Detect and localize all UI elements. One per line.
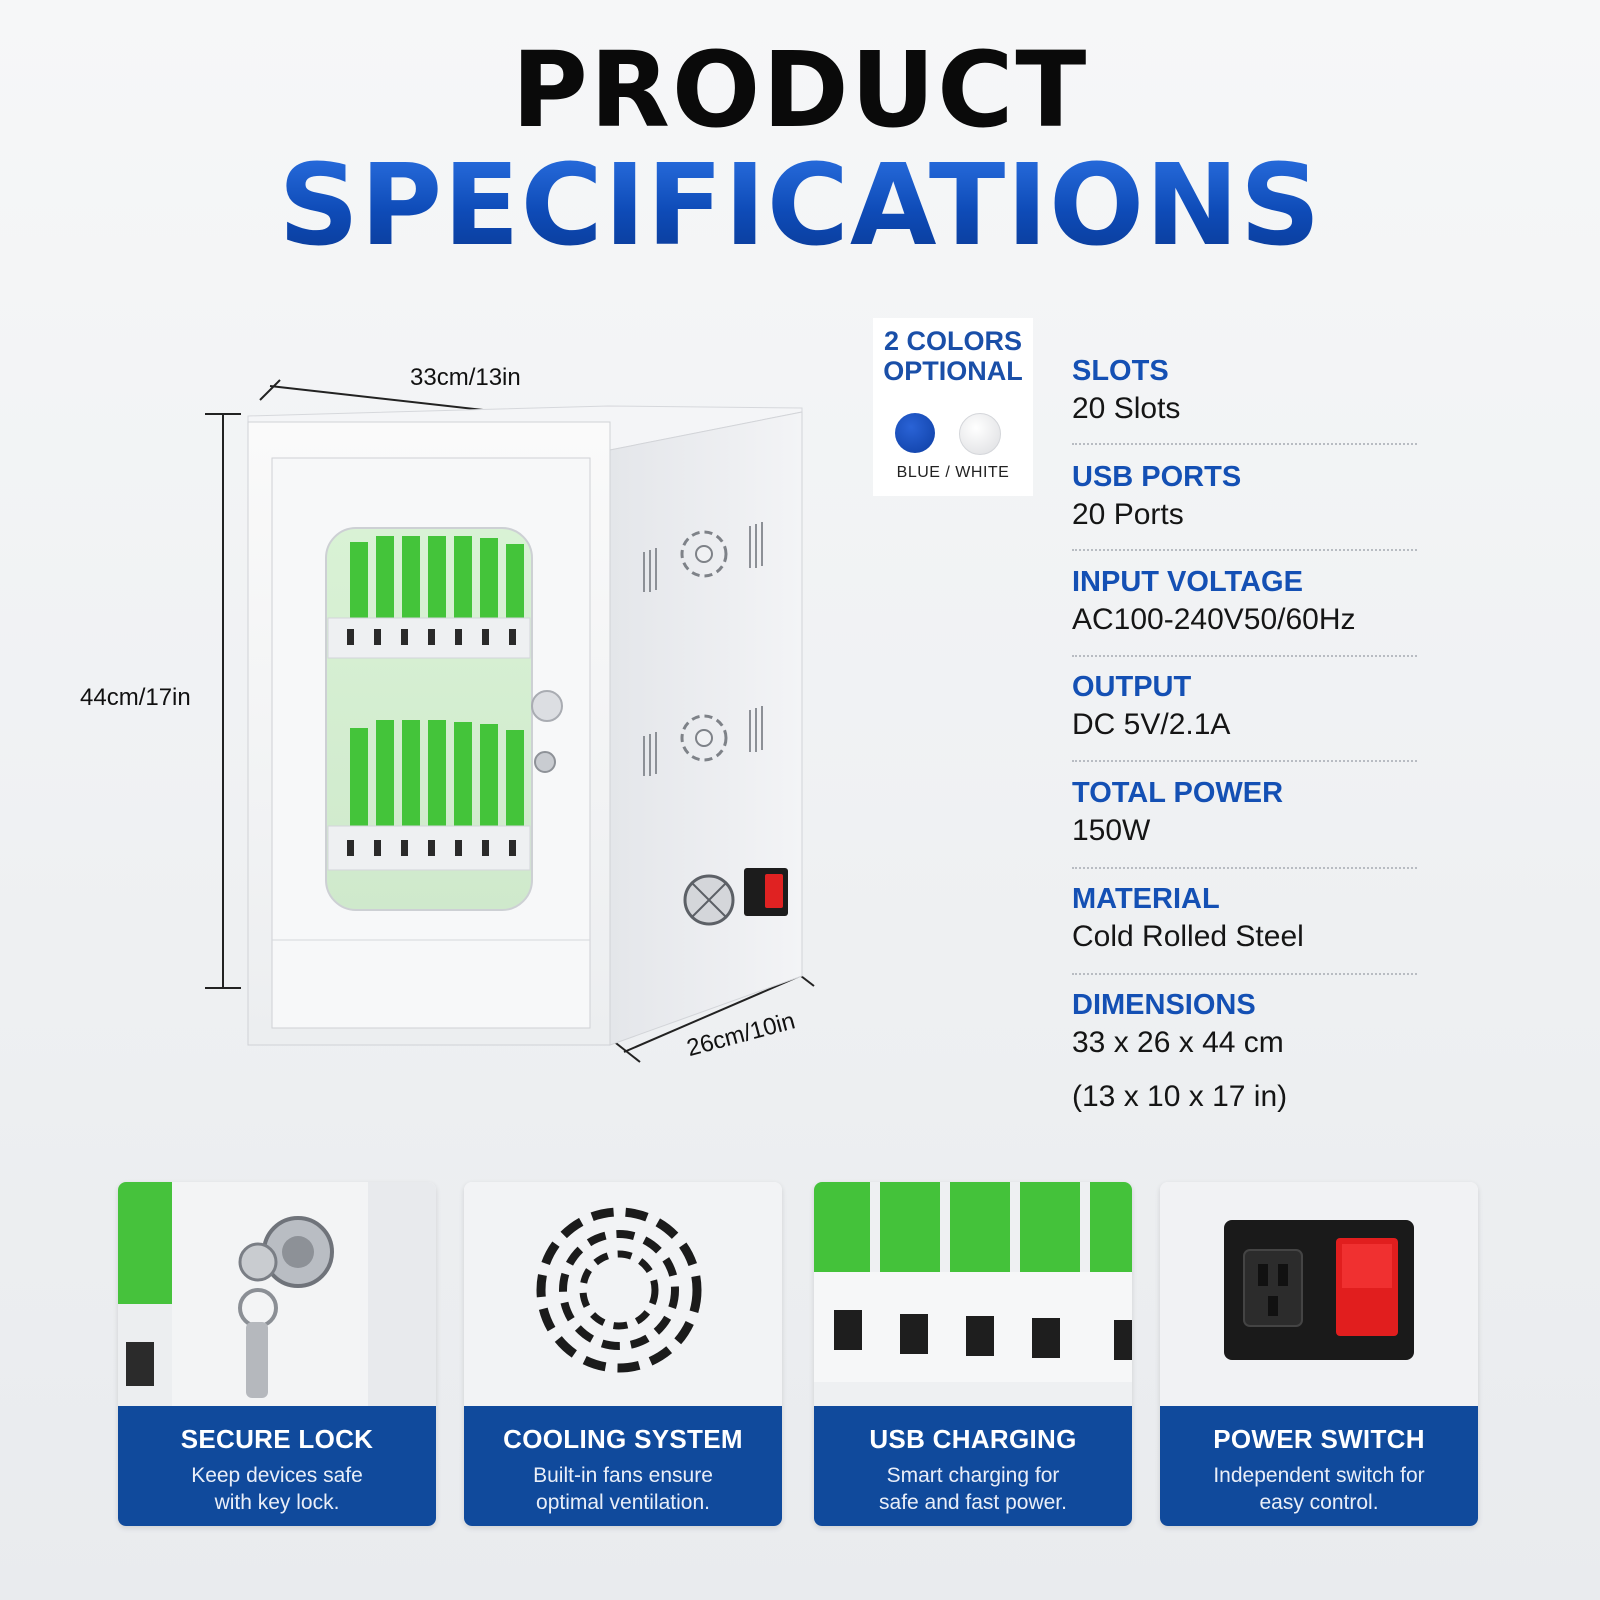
white-color-swatch[interactable] <box>959 413 1001 455</box>
spec-value: 20 Slots <box>1072 392 1181 425</box>
spec-divider <box>1072 655 1417 657</box>
spec-label: MATERIAL <box>1072 883 1220 915</box>
spec-input-voltage: INPUT VOLTAGE AC100-240V50/60Hz <box>1072 566 1422 657</box>
headline-product: PRODUCT <box>511 29 1089 151</box>
color-options-title: 2 COLORS OPTIONAL <box>883 326 1023 386</box>
feature-description: Built-in fans ensure optimal ventilation… <box>533 1464 713 1514</box>
feature-description: Independent switch for easy control. <box>1213 1464 1425 1514</box>
spec-divider <box>1072 973 1417 975</box>
feature-title: SECURE LOCK <box>180 1424 374 1454</box>
feature-card-secure-lock: SECURE LOCK Keep devices safe with key l… <box>118 1182 436 1526</box>
feature-description: Smart charging for safe and fast power. <box>879 1464 1067 1514</box>
cabinet-illustration: 33cm/13in 44cm/17in 26cm/10in <box>60 340 840 1100</box>
color-options-label: BLUE / WHITE <box>896 464 1010 481</box>
feature-description: Keep devices safe with key lock. <box>191 1464 363 1514</box>
spec-label: USB PORTS <box>1072 461 1242 493</box>
feature-band: POWER SWITCH Independent switch for easy… <box>1160 1406 1478 1526</box>
spec-value: 33 x 26 x 44 cm <box>1072 1026 1284 1059</box>
spec-output: OUTPUT DC 5V/2.1A <box>1072 671 1422 762</box>
spec-label: OUTPUT <box>1072 671 1192 703</box>
blue-color-swatch[interactable] <box>895 413 935 453</box>
feature-title: USB CHARGING <box>869 1424 1077 1454</box>
color-options-box: 2 COLORS OPTIONAL BLUE / WHITE <box>873 318 1033 496</box>
spec-material: MATERIAL Cold Rolled Steel <box>1072 883 1422 975</box>
feature-card-usb-charging: USB CHARGING Smart charging for safe and… <box>814 1182 1132 1526</box>
feature-band: COOLING SYSTEM Built-in fans ensure opti… <box>464 1406 782 1526</box>
spec-slots: SLOTS 20 Slots <box>1072 355 1422 445</box>
usb-ports-photo <box>814 1182 1132 1406</box>
spec-value: AC100-240V50/60Hz <box>1072 603 1356 636</box>
feature-card-cooling-system: COOLING SYSTEM Built-in fans ensure opti… <box>464 1182 782 1526</box>
spec-value: 20 Ports <box>1072 498 1184 531</box>
spec-value: DC 5V/2.1A <box>1072 708 1231 741</box>
feature-band: SECURE LOCK Keep devices safe with key l… <box>118 1406 436 1526</box>
spec-total-power: TOTAL POWER 150W <box>1072 777 1422 869</box>
spec-label: SLOTS <box>1072 355 1169 387</box>
fan-vent-photo <box>464 1182 782 1406</box>
spec-value: 150W <box>1072 814 1151 847</box>
spec-divider <box>1072 760 1417 762</box>
spec-divider <box>1072 443 1417 445</box>
spec-divider <box>1072 867 1417 869</box>
power-switch-photo <box>1160 1182 1478 1406</box>
dimension-width-label: 33cm/13in <box>410 364 521 391</box>
feature-card-power-switch: POWER SWITCH Independent switch for easy… <box>1160 1182 1478 1526</box>
spec-usb-ports: USB PORTS 20 Ports <box>1072 461 1422 551</box>
spec-dimensions: DIMENSIONS 33 x 26 x 44 cm (13 x 10 x 17… <box>1072 989 1422 1115</box>
feature-title: POWER SWITCH <box>1213 1424 1425 1454</box>
dimension-height-label: 44cm/17in <box>80 684 191 711</box>
spec-label: DIMENSIONS <box>1072 989 1256 1021</box>
cabinet-drawing <box>205 379 815 1063</box>
spec-value-imperial: (13 x 10 x 17 in) <box>1072 1080 1288 1113</box>
headline-specifications: SPECIFICATIONS <box>0 150 1600 262</box>
spec-divider <box>1072 549 1417 551</box>
spec-label: TOTAL POWER <box>1072 777 1284 809</box>
feature-band: USB CHARGING Smart charging for safe and… <box>814 1406 1132 1526</box>
spec-value: Cold Rolled Steel <box>1072 920 1304 953</box>
feature-title: COOLING SYSTEM <box>503 1424 743 1454</box>
spec-label: INPUT VOLTAGE <box>1072 566 1303 598</box>
lock-photo <box>118 1182 436 1406</box>
